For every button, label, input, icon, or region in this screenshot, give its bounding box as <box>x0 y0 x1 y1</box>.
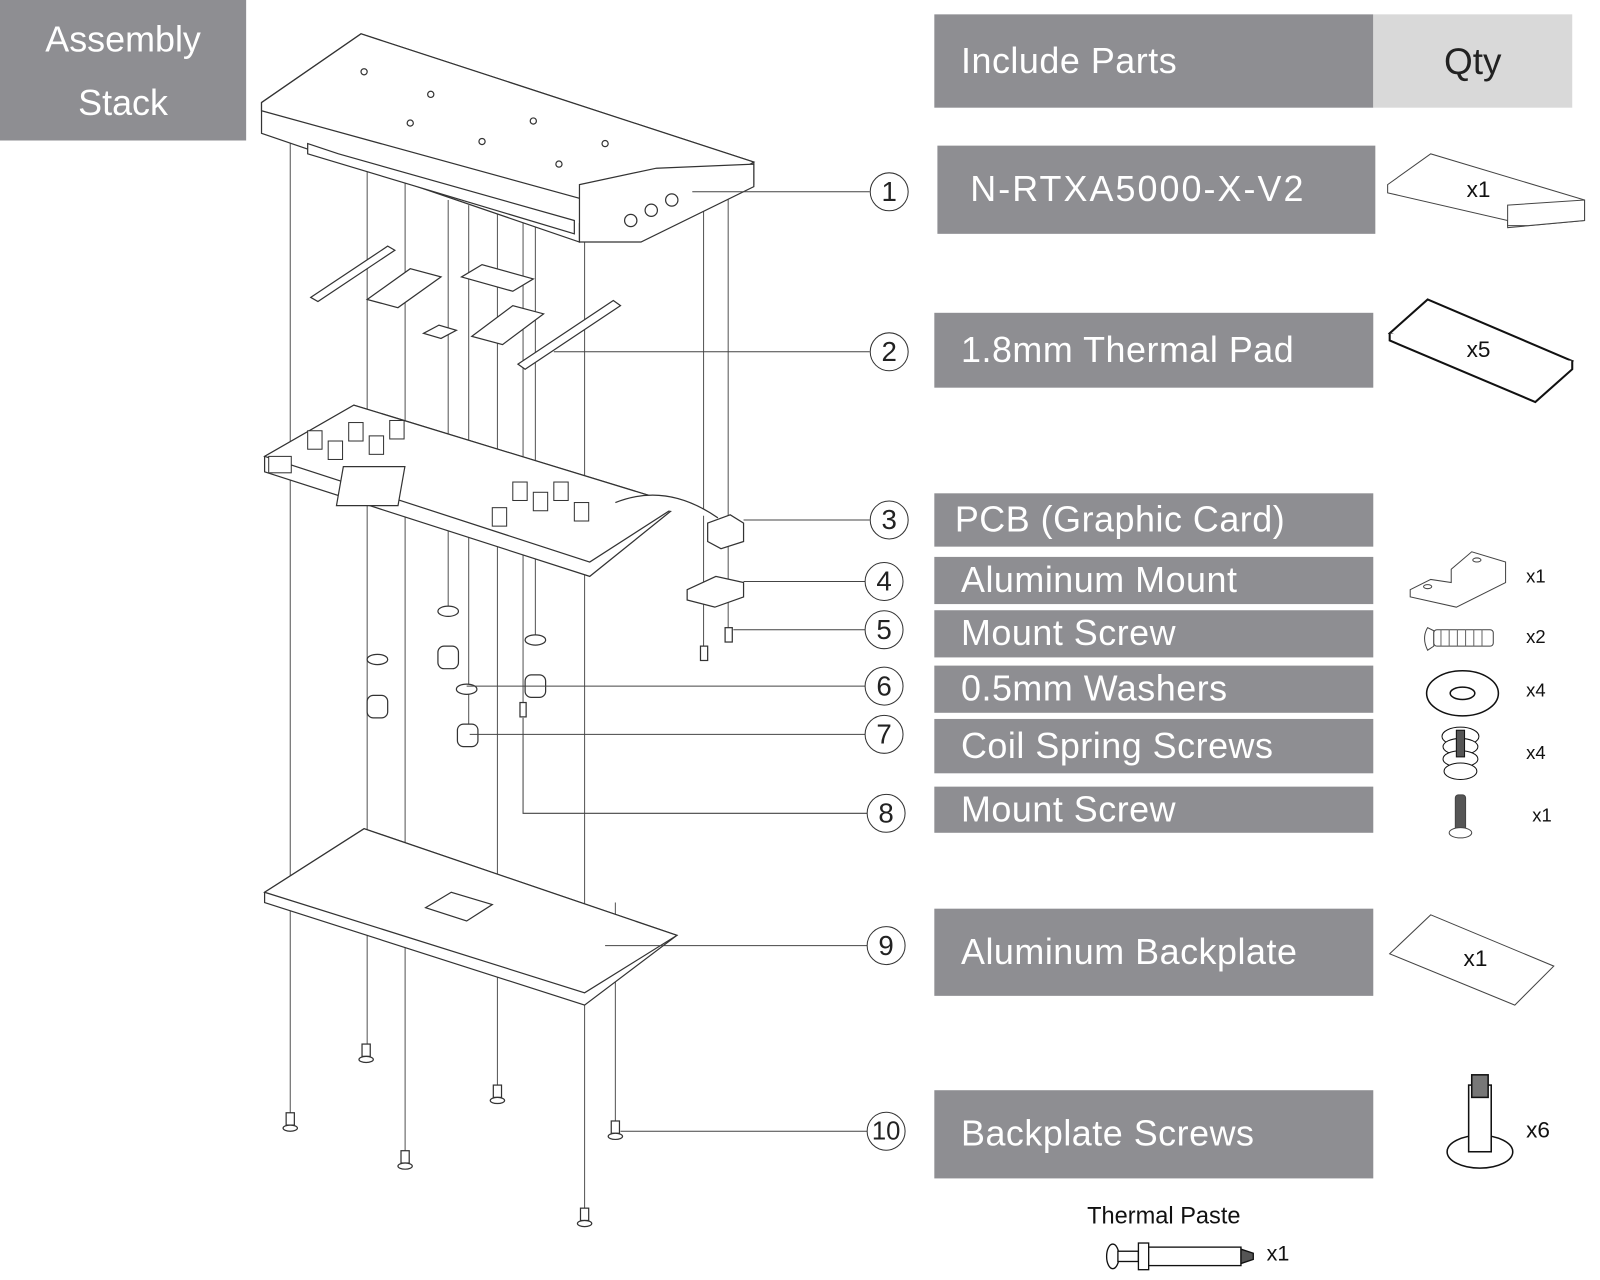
callout-2: 2 <box>869 332 909 372</box>
thermal-pad-thumbnail-icon <box>1387 298 1575 404</box>
part-name-1: N-RTXA5000-X-V2 <box>937 145 1376 234</box>
callout-4: 4 <box>864 562 904 602</box>
thermal-paste-qty: x1 <box>1266 1242 1290 1266</box>
backplate-screws-drawing <box>282 1043 624 1228</box>
washer-thumbnail-icon <box>1425 669 1500 717</box>
exploded-view-drawing <box>260 33 870 1228</box>
part-name-5: Mount Screw <box>934 610 1374 658</box>
qty-7: x4 <box>1526 742 1546 764</box>
washers-springs-drawing <box>366 605 547 748</box>
mount-screw-small-thumbnail-icon <box>1448 794 1473 839</box>
qty-2: x5 <box>1466 336 1491 363</box>
water-block-drawing <box>260 33 756 243</box>
qty-5: x2 <box>1526 626 1546 648</box>
mount-screw-thumbnail-icon <box>1424 626 1494 651</box>
assembly-stack-line1: Assembly <box>45 19 201 60</box>
qty-10: x6 <box>1526 1116 1550 1143</box>
include-parts-header: Include Parts <box>934 14 1374 108</box>
assembly-stack-line2: Stack <box>78 83 168 124</box>
qty-4: x1 <box>1526 566 1546 587</box>
callout-5: 5 <box>864 610 904 650</box>
part-name-7: Coil Spring Screws <box>934 718 1374 774</box>
assembly-stack-label: Assembly Stack <box>0 0 247 141</box>
part-name-8: Mount Screw <box>934 786 1374 833</box>
aluminum-mount-drawing <box>686 575 745 662</box>
qty-header: Qty <box>1373 14 1573 108</box>
backplate-drawing <box>263 828 679 1006</box>
backplate-screw-thumbnail-icon <box>1446 1074 1514 1169</box>
coil-spring-thumbnail-icon <box>1441 726 1480 780</box>
callout-leader-lines <box>466 191 870 1132</box>
qty-1: x1 <box>1466 176 1491 203</box>
part-name-6: 0.5mm Washers <box>934 665 1374 713</box>
backplate-thumbnail-icon <box>1388 914 1555 1006</box>
part-name-4: Aluminum Mount <box>934 556 1374 605</box>
part-name-2: 1.8mm Thermal Pad <box>934 312 1374 388</box>
pcb-drawing <box>263 404 745 578</box>
callout-8: 8 <box>866 793 906 833</box>
aluminum-mount-thumbnail-icon <box>1409 551 1507 608</box>
callout-1: 1 <box>869 172 909 212</box>
part-name-9: Aluminum Backplate <box>934 908 1374 996</box>
callout-9: 9 <box>866 926 906 966</box>
callout-6: 6 <box>864 666 904 706</box>
callout-10: 10 <box>866 1111 906 1151</box>
thermal-pads-drawing <box>309 245 622 370</box>
qty-9: x1 <box>1463 945 1488 972</box>
qty-8: x1 <box>1532 805 1552 826</box>
part-name-3: PCB (Graphic Card) <box>934 493 1374 547</box>
thermal-paste-label: Thermal Paste <box>1087 1202 1241 1229</box>
callout-7: 7 <box>864 714 904 754</box>
part-name-10: Backplate Screws <box>934 1090 1374 1179</box>
callout-3: 3 <box>869 500 909 540</box>
qty-6: x4 <box>1526 679 1546 701</box>
water-block-thumbnail-icon <box>1387 153 1586 229</box>
thermal-paste-syringe-icon <box>1105 1242 1254 1271</box>
